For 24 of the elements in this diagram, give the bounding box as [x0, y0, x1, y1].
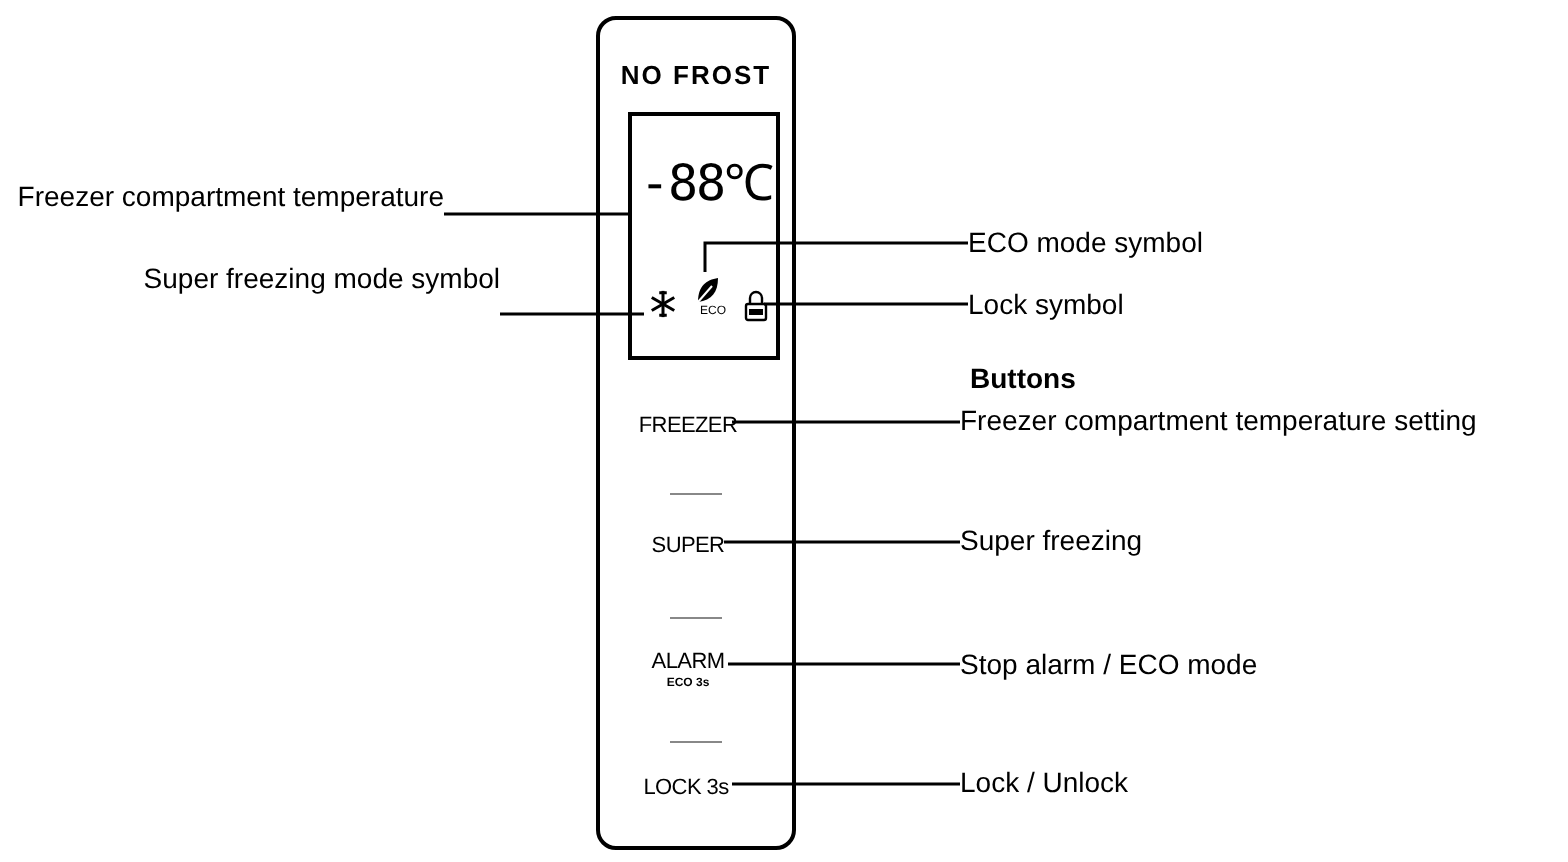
button-label: LOCK 3s	[643, 777, 729, 799]
leader-line	[444, 212, 632, 216]
leader-line	[500, 312, 644, 316]
leader-line	[732, 782, 960, 786]
section-heading: Buttons	[970, 362, 1076, 396]
callout-text: Freezer compartment temperature setting	[960, 404, 1477, 438]
callout-text: Super freezing	[960, 524, 1143, 558]
leader-line	[724, 540, 960, 544]
button-label: FREEZER	[638, 415, 738, 437]
leader-line	[728, 662, 960, 666]
button-label: SUPER	[651, 535, 725, 557]
temperature-readout: -88℃	[637, 152, 775, 216]
panel-heading: NO FROST	[618, 58, 774, 94]
leader-line	[732, 420, 960, 424]
callout-text: Lock symbol	[968, 288, 1124, 322]
control-panel	[596, 16, 796, 850]
button-label: ALARM	[651, 651, 725, 673]
callout-text: Lock / Unlock	[960, 766, 1129, 800]
leader-line	[703, 241, 968, 272]
callout-text: ECO mode symbol	[968, 226, 1203, 260]
leader-line	[764, 302, 968, 306]
callout-text: Freezer compartment temperature	[17, 180, 444, 214]
callout-text: Super freezing mode symbol	[143, 262, 500, 296]
callout-text: Stop alarm / ECO mode	[960, 648, 1258, 682]
